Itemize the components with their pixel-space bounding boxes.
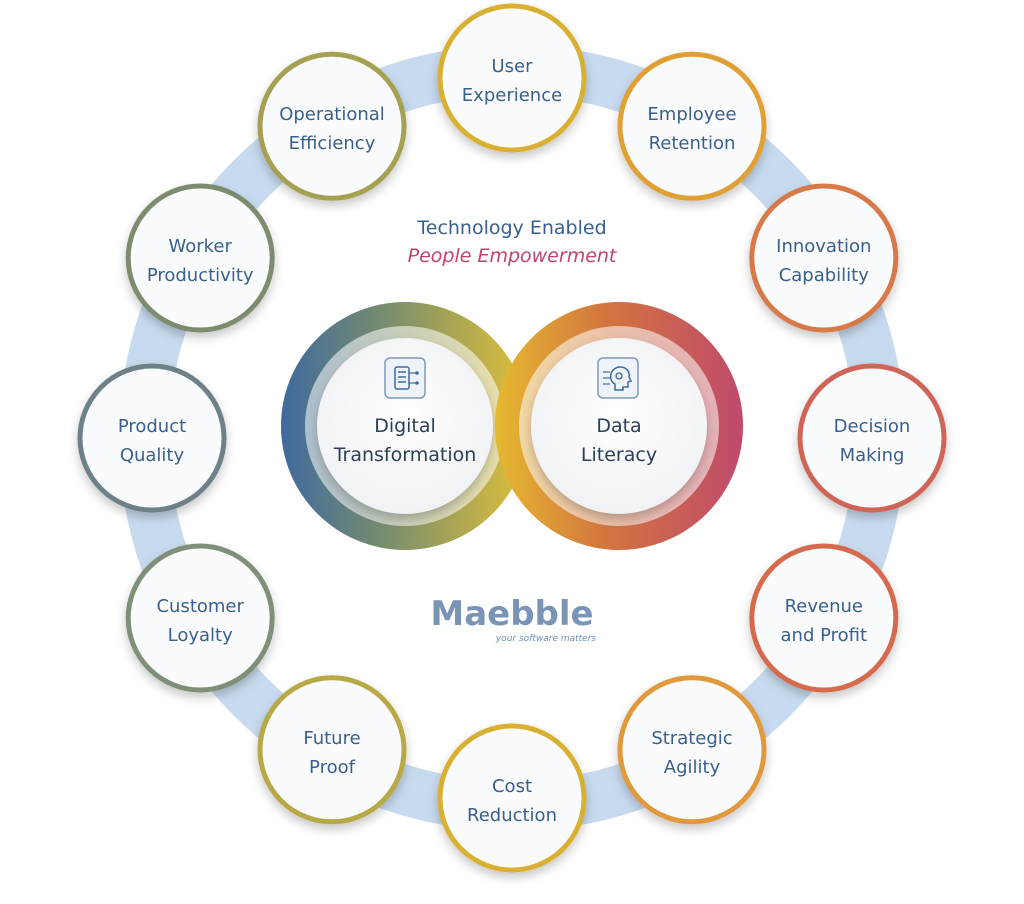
node-circle bbox=[617, 51, 767, 201]
data-literacy-line-2: Literacy bbox=[581, 444, 657, 466]
node-label-line: Retention bbox=[649, 133, 736, 154]
node-label-line: Worker bbox=[168, 236, 232, 257]
node-circle bbox=[797, 363, 947, 513]
node-revenue-and-profit: Revenue and Profit bbox=[749, 543, 899, 693]
node-label-line: Cost bbox=[492, 776, 532, 797]
node-circle bbox=[749, 543, 899, 693]
node-circle bbox=[77, 363, 227, 513]
logo-name: Maebble bbox=[430, 594, 593, 634]
node-circle bbox=[125, 183, 275, 333]
node-label-line: Quality bbox=[120, 445, 185, 466]
logo-tagline: your software matters bbox=[495, 634, 597, 644]
node-label-line: Making bbox=[840, 445, 905, 466]
node-label-line: Strategic bbox=[651, 728, 732, 749]
digital-transformation-line-2: Transformation bbox=[333, 444, 477, 466]
node-label-line: and Profit bbox=[781, 625, 868, 646]
node-circle bbox=[437, 3, 587, 153]
node-label-line: Loyalty bbox=[168, 625, 233, 646]
node-label-line: Revenue bbox=[785, 596, 863, 617]
node-label-line: Proof bbox=[309, 757, 356, 778]
data-head-icon bbox=[597, 357, 639, 399]
node-label-line: Operational bbox=[279, 104, 385, 125]
node-label-line: Experience bbox=[462, 85, 562, 106]
node-label-line: Productivity bbox=[147, 265, 254, 286]
header-line-2: People Empowerment bbox=[408, 245, 618, 267]
digital-transformation-core bbox=[281, 302, 529, 550]
digital-document-icon bbox=[384, 357, 426, 399]
benefit-nodes: UserExperienceEmployeeRetentionInnovatio… bbox=[77, 3, 947, 873]
digital-transformation-inner bbox=[317, 338, 493, 514]
node-label-line: Employee bbox=[647, 104, 736, 125]
header-line-1: Technology Enabled bbox=[416, 217, 606, 239]
node-label-line: Capability bbox=[779, 265, 870, 286]
node-label-line: User bbox=[491, 56, 533, 77]
node-circle bbox=[749, 183, 899, 333]
node-circle bbox=[125, 543, 275, 693]
node-label-line: Efficiency bbox=[289, 133, 376, 154]
data-literacy-inner bbox=[531, 338, 707, 514]
data-literacy-line-1: Data bbox=[596, 415, 641, 437]
node-circle bbox=[257, 675, 407, 825]
node-circle bbox=[437, 723, 587, 873]
digital-transformation-line-1: Digital bbox=[374, 415, 436, 437]
node-label-line: Future bbox=[303, 728, 360, 749]
node-label-line: Reduction bbox=[467, 805, 557, 826]
node-label-line: Customer bbox=[156, 596, 244, 617]
node-label-line: Innovation bbox=[776, 236, 871, 257]
node-label-line: Agility bbox=[664, 757, 721, 778]
node-label-line: Decision bbox=[834, 416, 911, 437]
data-literacy-core bbox=[495, 302, 743, 550]
node-label-line: Product bbox=[118, 416, 186, 437]
node-circle bbox=[257, 51, 407, 201]
node-circle bbox=[617, 675, 767, 825]
maebble-logo: Maebble your software matters bbox=[430, 594, 596, 644]
